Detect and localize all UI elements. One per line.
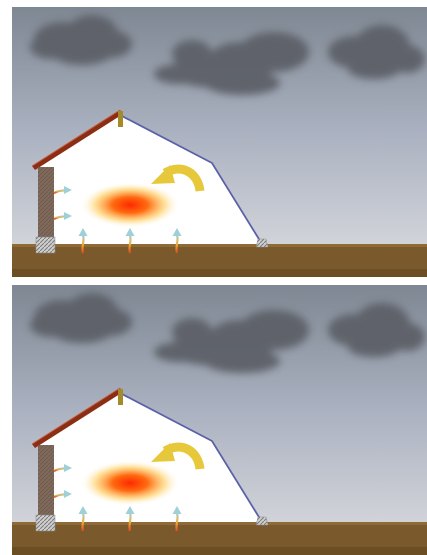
front-footing — [256, 239, 268, 247]
roof-post — [118, 389, 123, 405]
greenhouse-diagram — [12, 7, 427, 277]
wall-footing — [36, 237, 55, 253]
wall-footing — [36, 515, 55, 531]
greenhouse-panel-bottom — [12, 285, 427, 555]
heat-source-icon — [80, 460, 180, 506]
heat-source-icon — [80, 182, 180, 228]
greenhouse-panel-top — [12, 7, 427, 277]
front-footing — [256, 517, 268, 525]
roof-post — [118, 111, 123, 127]
greenhouse-diagram — [12, 285, 427, 555]
